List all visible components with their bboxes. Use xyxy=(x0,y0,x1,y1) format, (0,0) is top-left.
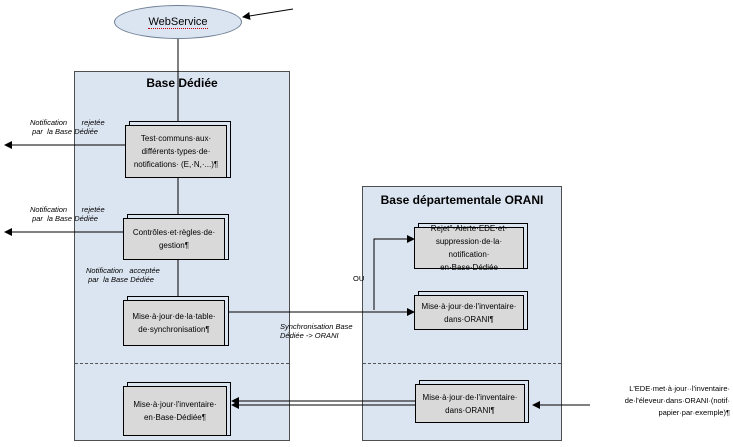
notif-acceptee-label: Notification acceptée par la Base Dédiée xyxy=(86,266,160,284)
base-dediee-title: Base Dédiée xyxy=(146,76,218,90)
webservice-label: WebService xyxy=(148,15,208,29)
orani-maj-box-1: Mise·à·jour·de·l'inventaire· dans·ORANI¶ xyxy=(414,295,524,330)
inventaire-box: Mise·à·jour·l'inventaire· en·Base·Dédiée… xyxy=(123,386,227,436)
controles-box: Contrôles·et·règles·de· gestion¶ xyxy=(123,218,225,260)
webservice-node: WebService xyxy=(114,5,242,39)
notif-rejetee-label-2: Notification rejetée par la Base Dédiée xyxy=(30,205,105,223)
ede-note: L'EDE·met·à·jour··l'inventaire· de·l'éle… xyxy=(624,384,730,417)
tests-box: Test·communs·aux· différents·types·de· n… xyxy=(125,125,227,178)
orani-maj-box-2: Mise·à·jour·de·l'inventaire· dans·ORANI¶ xyxy=(415,384,525,423)
ou-label: OU xyxy=(353,274,365,283)
sync-label: Synchronisation Base Dédiée -> ORANI xyxy=(280,322,353,340)
notif-rejetee-label-1: Notification rejetée par la Base Dédiée xyxy=(30,118,105,136)
arrow-to-rejet xyxy=(373,235,415,310)
base-orani-divider xyxy=(363,363,561,364)
sync-table-box: Mise·à·jour·de·la·table· de·synchronisat… xyxy=(123,300,225,346)
base-orani-title: Base départementale ORANI xyxy=(380,193,544,207)
rejet-box: Rejet°·Alerte·EDE·et· suppression·de·la·… xyxy=(414,224,524,272)
arrow-into-webservice xyxy=(242,8,294,20)
base-dediee-divider xyxy=(75,363,289,364)
